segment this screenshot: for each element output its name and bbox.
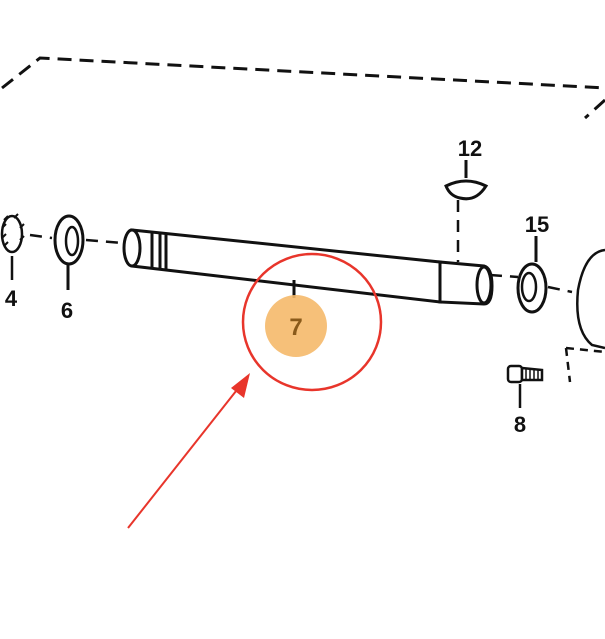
bearing-left [0,213,25,280]
callout-6: 6 [61,298,73,323]
callout-4: 4 [5,286,18,311]
highlight-badge [265,295,327,357]
right-housing [564,248,605,383]
seal-ring-right [516,236,548,314]
callout-12: 12 [458,136,482,161]
housing-outline [1,56,605,120]
highlight-arrow [127,373,250,529]
axis-line [29,200,573,294]
bolt [506,364,544,408]
seal-ring-left [53,214,85,290]
highlight-circle [241,252,383,392]
shaft [122,228,494,306]
highlight-annotation: 7 [127,252,383,529]
callout-8: 8 [514,412,526,437]
woodruff-key [444,160,489,201]
callout-15: 15 [525,212,549,237]
callout-7: 7 [289,314,302,341]
